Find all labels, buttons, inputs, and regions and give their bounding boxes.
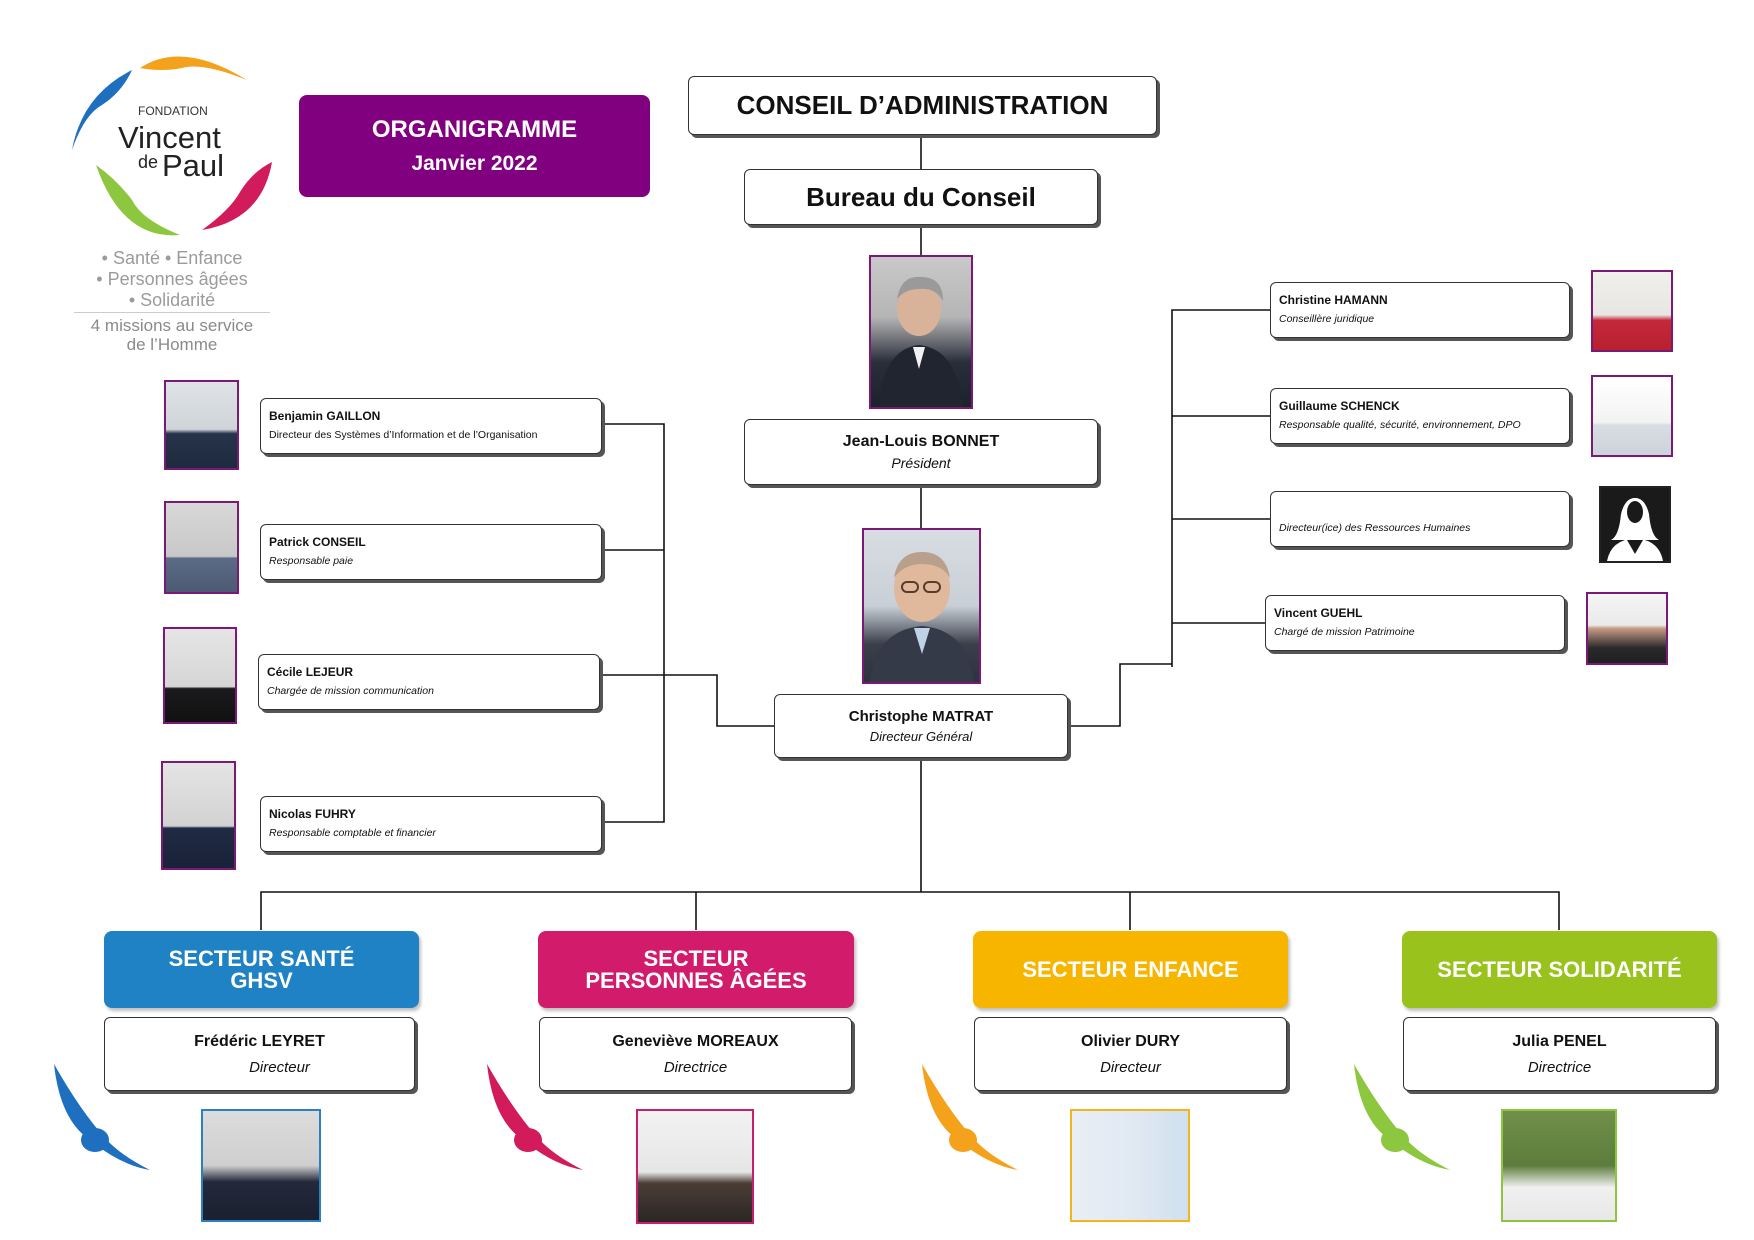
- director-name: Julia PENEL: [1512, 1032, 1607, 1050]
- sector-line: GHSV: [230, 967, 293, 993]
- sector-director-box: Frédéric LEYRET Directeur: [104, 1017, 415, 1091]
- director-name: Olivier DURY: [1081, 1032, 1180, 1050]
- director-name: Frédéric LEYRET: [194, 1032, 325, 1050]
- page-date: Janvier 2022: [411, 152, 538, 175]
- bureau-label: Bureau du Conseil: [806, 181, 1036, 212]
- organigramme-title-box: ORGANIGRAMME Janvier 2022: [299, 95, 650, 197]
- logo-tagline-line: • Solidarité: [128, 290, 216, 310]
- logo-tagline: • Santé • Enfance • Personnes âgées • So…: [62, 248, 282, 311]
- logo-missions: 4 missions au service de l’Homme: [62, 316, 282, 354]
- sector-line: SECTEUR SOLIDARITÉ: [1437, 956, 1682, 982]
- sector-line: SECTEUR SANTÉ: [168, 945, 355, 971]
- staff-box-right: Guillaume SCHENCK Responsable qualité, s…: [1270, 388, 1570, 444]
- logo-tagline-line: • Personnes âgées: [96, 269, 248, 289]
- bureau-conseil-box: Bureau du Conseil: [744, 169, 1098, 225]
- staff-photo: [164, 380, 239, 470]
- staff-box-right: Directeur(ice) des Ressources Humaines: [1270, 491, 1570, 547]
- logo-fondation: FONDATION: [138, 104, 208, 118]
- staff-role: Responsable paie: [269, 555, 354, 567]
- person-silhouette-icon: [870, 552, 974, 682]
- sector-line: SECTEUR: [643, 945, 749, 971]
- staff-box-left: Benjamin GAILLON Directeur des Systèmes …: [260, 398, 602, 454]
- staff-name: Patrick CONSEIL: [269, 535, 366, 549]
- director-photo: [636, 1109, 754, 1224]
- logo-de: de: [138, 152, 159, 172]
- staff-box-right: Christine HAMANN Conseillère juridique: [1270, 282, 1570, 338]
- blue-swoosh-icon: [54, 1064, 150, 1170]
- president-box: Jean-Louis BONNET Président: [744, 419, 1098, 485]
- conseil-label: CONSEIL D’ADMINISTRATION: [736, 90, 1109, 120]
- staff-role: Chargé de mission Patrimoine: [1274, 626, 1415, 638]
- president-photo: [869, 255, 973, 409]
- staff-role: Chargée de mission communication: [267, 685, 434, 697]
- staff-role: Conseillère juridique: [1279, 313, 1375, 325]
- placeholder-photo: [1599, 486, 1671, 563]
- logo-missions-line: de l’Homme: [126, 335, 218, 354]
- staff-box-right: Vincent GUEHL Chargé de mission Patrimoi…: [1265, 595, 1565, 651]
- sector-enfance-header: SECTEUR ENFANCE: [973, 931, 1288, 1008]
- staff-role: Responsable comptable et financier: [269, 827, 436, 839]
- logo-divider: [74, 312, 270, 313]
- sector-solidarite-header: SECTEUR SOLIDARITÉ: [1402, 931, 1717, 1008]
- director-role: Directeur: [249, 1058, 310, 1076]
- foundation-logo: FONDATION Vincent de Paul • Santé • Enfa…: [62, 40, 282, 360]
- sector-personnes-agees-header: SECTEUR PERSONNES ÂGÉES: [538, 931, 854, 1008]
- logo-missions-line: 4 missions au service: [90, 316, 254, 335]
- logo-paul: Paul: [162, 148, 225, 183]
- staff-role: Directeur(ice) des Ressources Humaines: [1279, 522, 1471, 534]
- staff-photo: [1591, 270, 1673, 352]
- page-title: ORGANIGRAMME: [371, 116, 578, 143]
- director-role: Directrice: [663, 1058, 728, 1076]
- female-avatar-icon: [1607, 498, 1663, 561]
- staff-box-left: Cécile LEJEUR Chargée de mission communi…: [258, 654, 600, 710]
- staff-photo: [1586, 592, 1668, 665]
- staff-name: Vincent GUEHL: [1274, 606, 1363, 620]
- staff-box-left: Patrick CONSEIL Responsable paie: [260, 524, 602, 580]
- sector-director-box: Julia PENEL Directrice: [1403, 1017, 1716, 1091]
- logo-swirl-icon: [72, 56, 272, 236]
- director-photo: [1501, 1109, 1617, 1222]
- director-photo: [201, 1109, 321, 1222]
- sector-sante-header: SECTEUR SANTÉ GHSV: [104, 931, 419, 1008]
- logo-tagline-line: • Santé • Enfance: [101, 248, 243, 268]
- staff-box-left: Nicolas FUHRY Responsable comptable et f…: [260, 796, 602, 852]
- staff-photo: [164, 501, 239, 594]
- director-photo: [1070, 1109, 1190, 1222]
- staff-name: Christine HAMANN: [1279, 293, 1388, 307]
- director-role: Directrice: [1527, 1058, 1592, 1076]
- director-name: Geneviève MOREAUX: [612, 1032, 779, 1050]
- green-swoosh-icon: [1354, 1064, 1450, 1170]
- president-role: Président: [891, 455, 951, 471]
- staff-name: Cécile LEJEUR: [267, 665, 354, 679]
- staff-name: Benjamin GAILLON: [269, 409, 381, 423]
- staff-photo: [161, 761, 236, 870]
- sector-line: PERSONNES ÂGÉES: [585, 967, 807, 993]
- staff-role: Directeur des Systèmes d’Information et …: [269, 429, 538, 441]
- sector-director-box: Olivier DURY Directeur: [974, 1017, 1287, 1091]
- staff-role: Responsable qualité, sécurité, environne…: [1279, 419, 1521, 431]
- staff-photo: [1591, 375, 1673, 457]
- staff-name: Nicolas FUHRY: [269, 807, 356, 821]
- conseil-administration-box: CONSEIL D’ADMINISTRATION: [688, 76, 1157, 135]
- director-role: Directeur: [1100, 1058, 1161, 1076]
- staff-name: Guillaume SCHENCK: [1279, 399, 1400, 413]
- dg-role: Directeur Général: [869, 729, 973, 744]
- directeur-general-box: Christophe MATRAT Directeur Général: [774, 694, 1068, 758]
- orange-swoosh-icon: [922, 1064, 1018, 1170]
- pink-swoosh-icon: [487, 1064, 583, 1170]
- logo-vincent: Vincent: [118, 120, 221, 155]
- sector-director-box: Geneviève MOREAUX Directrice: [539, 1017, 852, 1091]
- dg-photo: [862, 528, 981, 684]
- president-name: Jean-Louis BONNET: [842, 433, 1000, 450]
- sector-line: SECTEUR ENFANCE: [1022, 956, 1239, 982]
- staff-photo: [163, 627, 237, 724]
- person-silhouette-icon: [879, 276, 963, 407]
- dg-name: Christophe MATRAT: [848, 708, 994, 725]
